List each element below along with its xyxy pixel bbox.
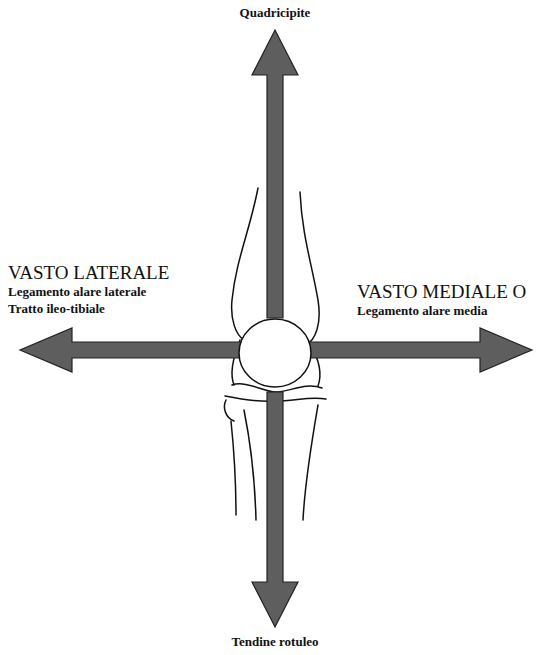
muscle-label: Quadricipite xyxy=(240,6,311,21)
structure-label: Legamento alare laterale xyxy=(8,285,146,300)
structure-label: Tratto ileo-tibiale xyxy=(8,302,105,317)
tibia-edge xyxy=(244,410,256,520)
muscle-label: VASTO MEDIALE O xyxy=(357,281,526,303)
femur-edge xyxy=(300,192,319,345)
arrow-left xyxy=(20,328,242,372)
fibula-head xyxy=(224,400,234,421)
structure-label: Legamento alare media xyxy=(357,304,487,319)
arrow-up xyxy=(252,30,298,318)
tendon-label: Tendine rotuleo xyxy=(231,635,318,650)
fibula-edge xyxy=(231,421,236,515)
force-arrows xyxy=(20,30,532,627)
patella xyxy=(239,319,311,387)
arrow-down xyxy=(252,392,298,627)
femur-edge xyxy=(232,188,258,340)
arrow-right xyxy=(308,328,532,372)
tibia-edge xyxy=(303,405,318,520)
muscle-label: VASTO LATERALE xyxy=(8,262,169,284)
